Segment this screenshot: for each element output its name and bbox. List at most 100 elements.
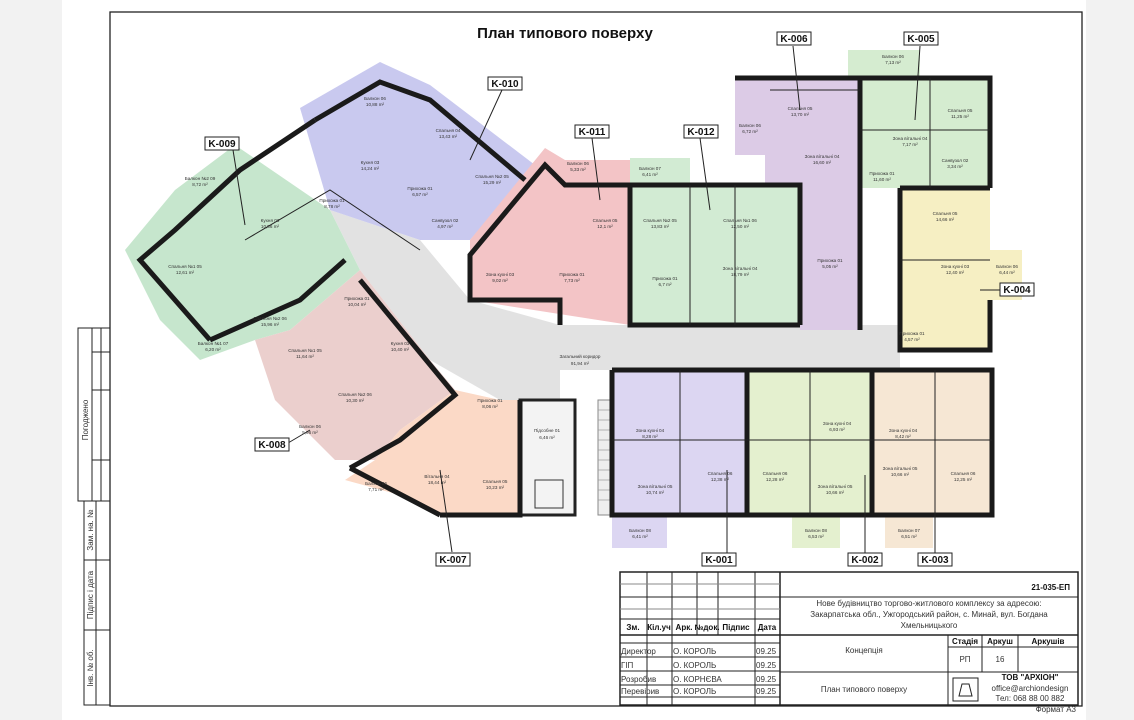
room-name: Спальня №2 06: [338, 392, 372, 397]
stamp-inv-label: Інв. № об.: [86, 649, 95, 686]
company-email: office@archiondesign: [992, 684, 1069, 693]
room-name: Зона вітальні 05: [883, 466, 918, 471]
room-area: 15,29 m²: [483, 180, 502, 185]
apartment-k004: [900, 188, 1022, 350]
room-name: Балкон 07: [639, 166, 661, 171]
room-area: 10,74 m²: [646, 490, 665, 495]
apartment-k005: [848, 50, 990, 188]
room-name: Спальня 05: [948, 108, 973, 113]
apartment-tag-k003: K-003: [917, 552, 953, 567]
room-area: 12,25 m²: [954, 477, 973, 482]
room-area: 12,61 m²: [176, 270, 195, 275]
room-name: Балкон 08: [629, 528, 651, 533]
stage-value: РП: [959, 655, 970, 664]
room-name: Балкон 06: [299, 424, 321, 429]
room-name: Спальня №2 05: [643, 218, 677, 223]
project-address-line: Хмельницького: [901, 621, 958, 630]
apartment-tag-k008: K-008: [254, 437, 290, 452]
room-area: 11,64 m²: [296, 354, 314, 359]
room-area: 6,41 m²: [632, 534, 648, 539]
svg-text:K-009: K-009: [208, 139, 236, 150]
room-area: 3,34 m²: [947, 164, 963, 169]
room-area: 7,17 m²: [902, 142, 918, 147]
svg-text:Арк.: Арк.: [676, 623, 693, 632]
svg-text:Розробив: Розробив: [621, 675, 656, 684]
room-name: Зона кухні 04: [889, 428, 918, 433]
room-area: 12,28 m²: [766, 477, 785, 482]
apartment-tag-k006: K-006: [776, 31, 812, 46]
svg-text:K-002: K-002: [851, 555, 879, 566]
room-area: 6,44 m²: [999, 270, 1015, 275]
sheets-label: Аркушів: [1032, 637, 1065, 646]
room-area: 8,72 m²: [192, 182, 208, 187]
drawing-sheet: План типового поверху: [62, 0, 1086, 720]
room-area: 15,96 m²: [261, 322, 280, 327]
room-area: 7,73 m²: [564, 278, 580, 283]
room-area: 6,41 m²: [642, 172, 658, 177]
room-area: 6,20 m²: [205, 347, 221, 352]
apartment-tag-k010: K-010: [487, 76, 523, 91]
room-area: 18,79 m²: [731, 272, 750, 277]
room-area: 91,94 m²: [571, 361, 590, 366]
room-name: Санвузол 02: [942, 158, 969, 163]
apartment-tag-k011: K-011: [574, 124, 610, 139]
room-name: Прихожа 01: [477, 398, 503, 403]
plan-title: План типового поверху: [477, 25, 653, 42]
room-area: 4,97 m²: [437, 224, 453, 229]
revision-headers: Зм. Кіл.уч Арк. №док. Підпис Дата: [626, 623, 776, 632]
svg-text:Дата: Дата: [758, 623, 777, 632]
title-block-grid: [619, 571, 1079, 706]
room-area: 10,66 m²: [826, 490, 845, 495]
room-area: 6,46 m²: [539, 435, 555, 440]
svg-text:О. КОРОЛЬ: О. КОРОЛЬ: [673, 687, 716, 696]
svg-text:09.25: 09.25: [756, 675, 777, 684]
room-name: Кухня 03: [261, 218, 280, 223]
apartment-tag-k012: K-012: [683, 124, 719, 139]
room-area: 10,04 m²: [348, 302, 367, 307]
room-area: 12,40 m²: [946, 270, 965, 275]
apartment-tag-k005: K-005: [903, 31, 939, 46]
room-area: 16,60 m²: [813, 160, 832, 165]
svg-text:K-005: K-005: [907, 34, 935, 45]
room-name: Зона вітальні 04: [723, 266, 758, 271]
room-area: 10,30 m²: [346, 398, 365, 403]
room-area: 6,7 m²: [658, 282, 671, 287]
apartment-k003: [872, 370, 992, 515]
room-name: Прихожа 01: [869, 171, 895, 176]
apartment-k006: [735, 78, 860, 330]
stamp-agreed-label: Погоджено: [81, 399, 90, 440]
svg-text:K-006: K-006: [780, 34, 808, 45]
elevator: [534, 479, 564, 509]
room-area: 8,28 m²: [642, 434, 658, 439]
apartment-k012: [630, 158, 800, 325]
svg-text:Зм.: Зм.: [626, 623, 639, 632]
room-name: Прихожа 01: [652, 276, 678, 281]
stage-label: Стадія: [952, 637, 978, 646]
room-name: Прихожа 01: [319, 198, 345, 203]
room-area: 6,57 m²: [412, 192, 428, 197]
room-name: Спальня 05: [593, 218, 618, 223]
apartment-tag-k001: K-001: [701, 552, 737, 567]
room-name: Балкон №1 07: [198, 341, 229, 346]
room-area: 9,02 m²: [492, 278, 508, 283]
sheet-value: 16: [996, 655, 1005, 664]
utility-room: [518, 398, 577, 517]
room-area: 5,96 m²: [302, 430, 318, 435]
room-area: 18,44 m²: [428, 480, 447, 485]
room-area: 5,05 m²: [822, 264, 838, 269]
room-area: 13,43 m²: [439, 134, 458, 139]
room-name: Балкон 08: [805, 528, 827, 533]
room-area: 10,88 m²: [366, 102, 385, 107]
room-name: Балкон 06: [364, 96, 386, 101]
stage-concept: Концепція: [845, 646, 883, 655]
room-area: 10,66 m²: [891, 472, 910, 477]
svg-text:K-008: K-008: [258, 440, 286, 451]
stamp-replace-label: Зам. нa. №: [86, 509, 95, 551]
room-name: Спальня 06: [763, 471, 788, 476]
sheet-name: План типового поверху: [821, 685, 907, 694]
room-name: Спальня №2 05: [475, 174, 509, 179]
room-area: 10,40 m²: [391, 347, 410, 352]
room-name: Зона вітальні 04: [805, 154, 840, 159]
room-area: 7,13 m²: [885, 60, 901, 65]
